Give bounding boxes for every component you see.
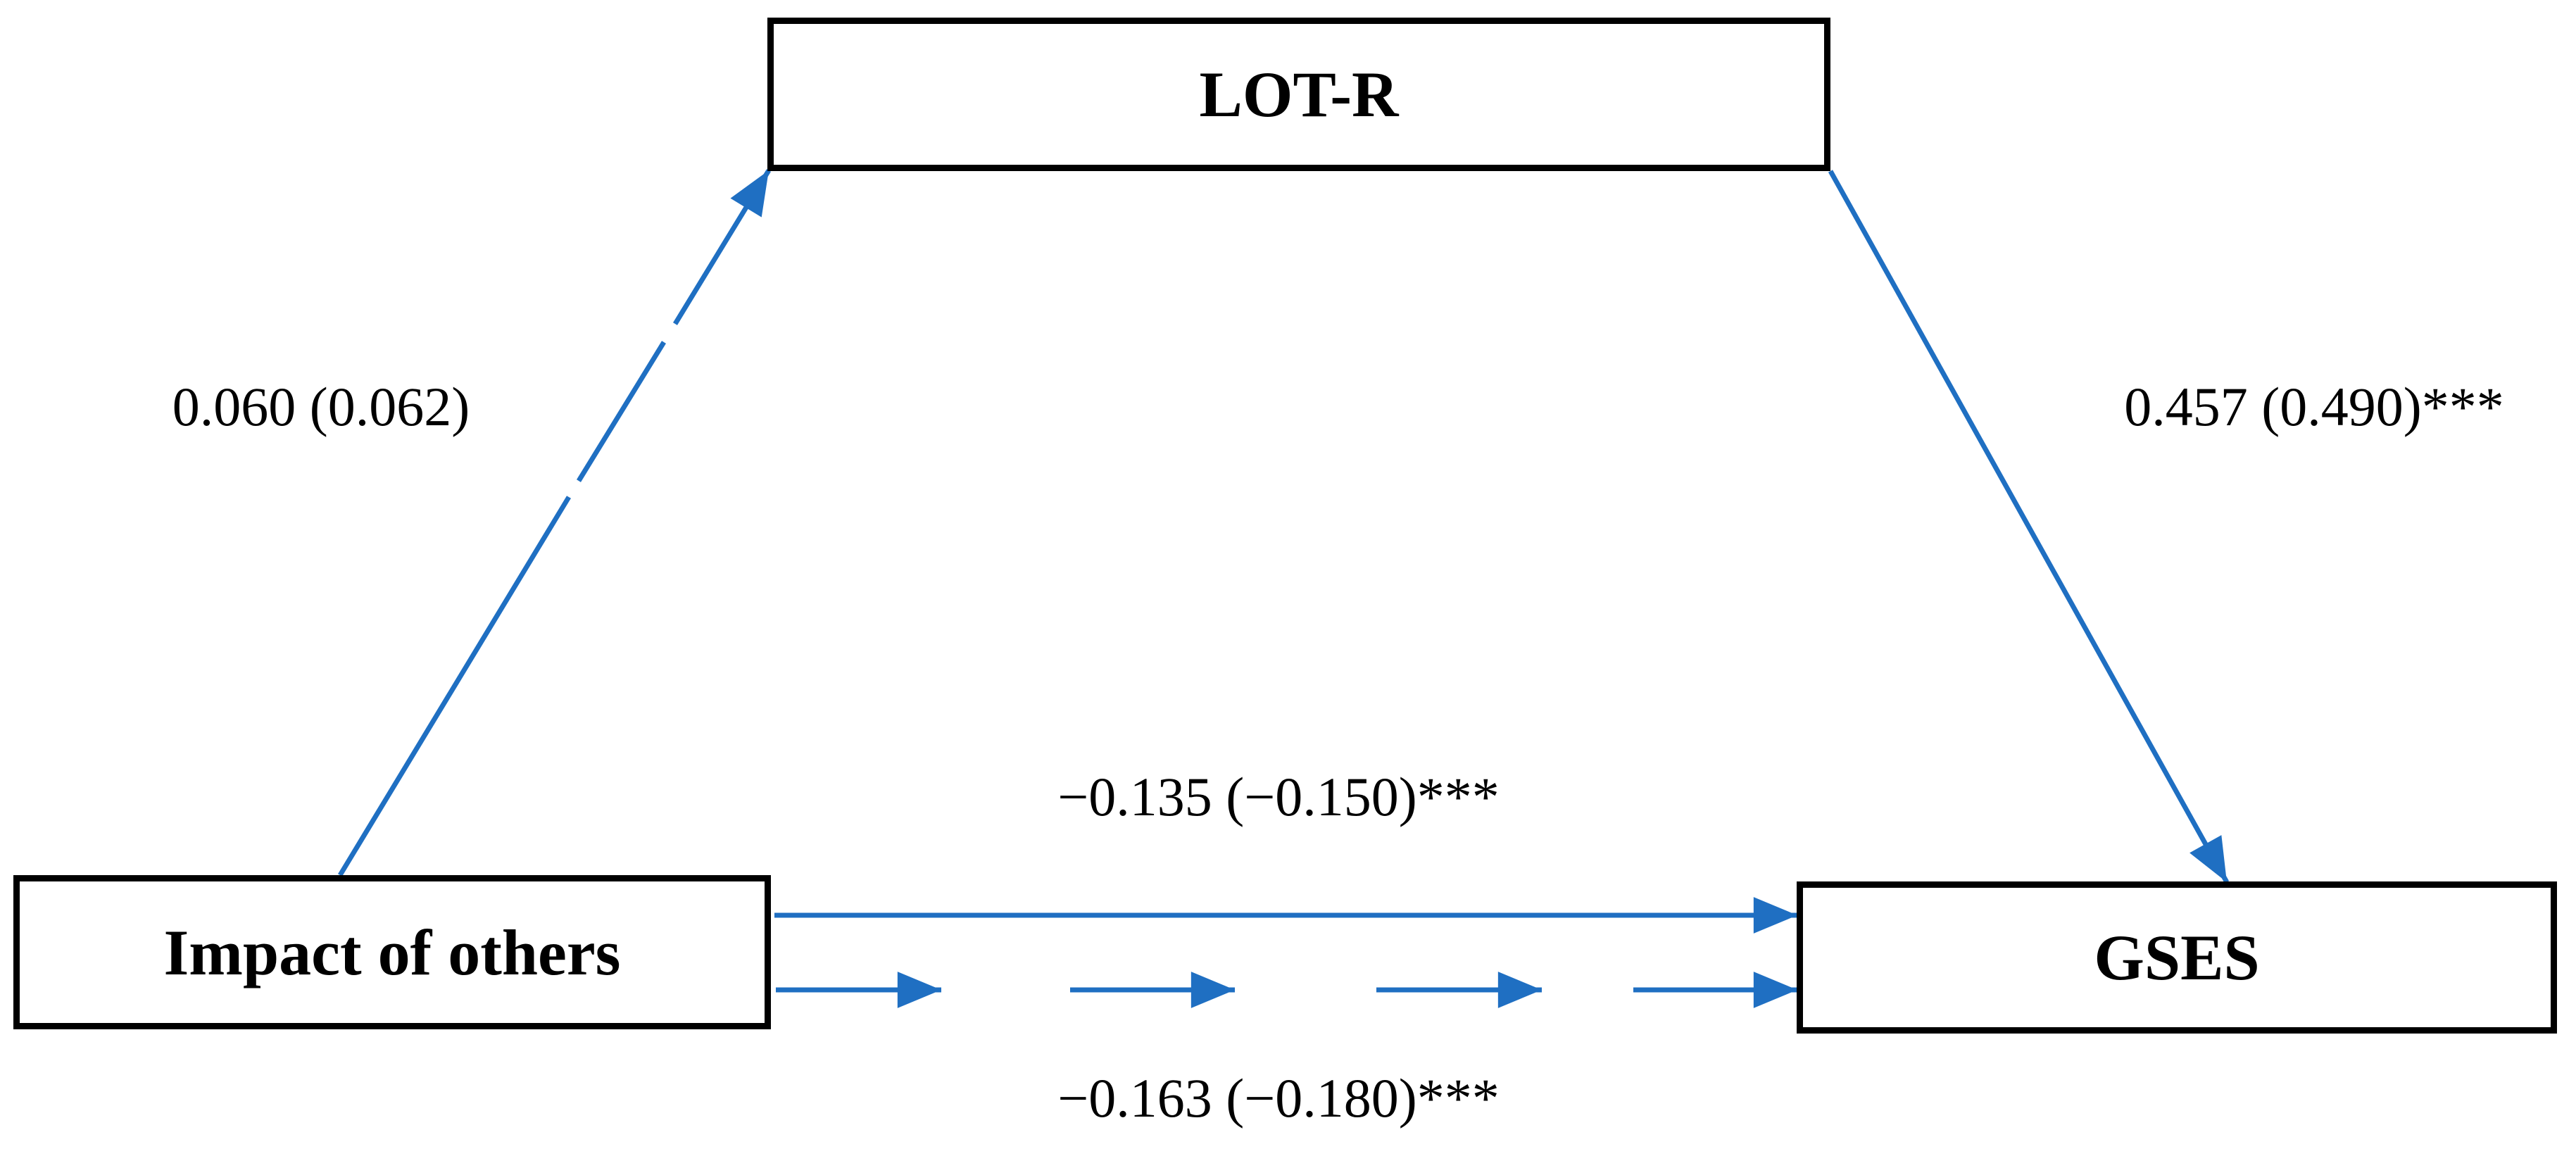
path-a-segment-top bbox=[673, 169, 771, 325]
node-gses-label: GSES bbox=[2094, 922, 2260, 993]
total-effect-coefficient-label: −0.163 (−0.180)*** bbox=[1057, 1067, 1500, 1129]
path-b-coefficient-label: 0.457 (0.490)*** bbox=[2124, 376, 2504, 437]
path-a-arrow bbox=[338, 169, 771, 877]
path-a-coefficient-label: 0.060 (0.062) bbox=[172, 376, 470, 437]
path-a-segment-middle bbox=[577, 341, 666, 482]
node-gses: GSES bbox=[1797, 881, 2557, 1034]
node-lot-r: LOT-R bbox=[767, 18, 1830, 171]
node-impact-of-others: Impact of others bbox=[13, 875, 771, 1029]
path-a-segment-bottom bbox=[338, 496, 571, 877]
path-b-arrow bbox=[1828, 170, 2230, 884]
node-impact-of-others-label: Impact of others bbox=[163, 916, 621, 988]
direct-effect-coefficient-label: −0.135 (−0.150)*** bbox=[1057, 766, 1500, 827]
node-lot-r-label: LOT-R bbox=[1199, 58, 1399, 130]
